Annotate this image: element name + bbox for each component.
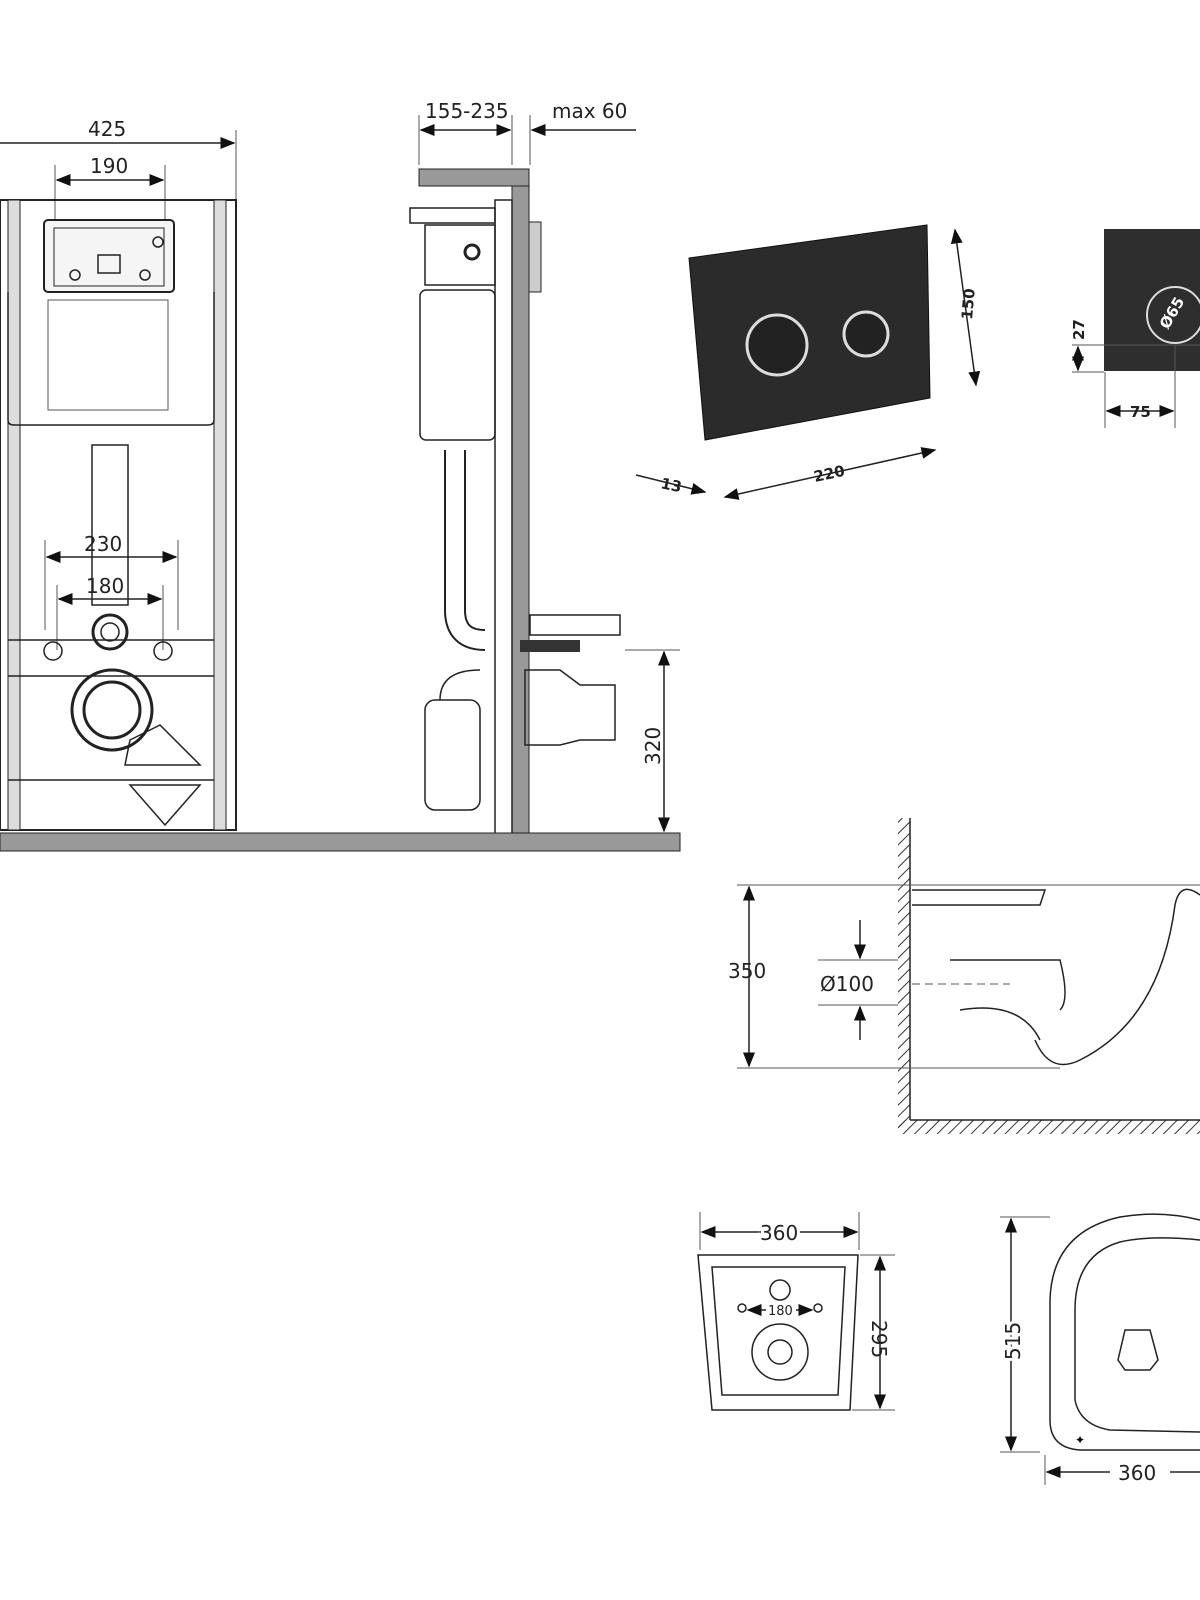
dim-horizontal-offset: 75 bbox=[1130, 403, 1151, 421]
dim-back-depth: 295 bbox=[867, 1320, 891, 1358]
dim-stud-spacing: 230 bbox=[84, 532, 122, 556]
dim-plate-height: 150 bbox=[958, 288, 979, 321]
frame-side-view: 155-235 max 60 320 bbox=[0, 99, 681, 852]
frame-front-view: 425 190 230 180 bbox=[0, 117, 237, 852]
dim-frame-width: 425 bbox=[88, 117, 126, 141]
dim-bowl-height: 350 bbox=[728, 959, 766, 983]
bowl-back-view: 360 180 295 bbox=[697, 1212, 895, 1411]
mount-point-icon: ✦ bbox=[1075, 1433, 1085, 1447]
dim-back-stud-spacing: 180 bbox=[768, 1304, 793, 1319]
dim-plate-thickness: 13 bbox=[659, 474, 683, 496]
plate-detail-view: Ø65 27 75 bbox=[1070, 229, 1200, 428]
dim-pipe-spacing: 180 bbox=[86, 574, 124, 598]
flush-button-small bbox=[842, 310, 890, 358]
dim-bowl-width: 360 bbox=[1118, 1461, 1156, 1485]
flush-button-large bbox=[745, 313, 809, 377]
dim-back-width: 360 bbox=[760, 1221, 798, 1245]
dim-pipe-diameter: Ø100 bbox=[820, 972, 874, 996]
bowl-side-view: 350 Ø100 bbox=[728, 818, 1200, 1134]
dim-outlet-height: 320 bbox=[641, 727, 665, 765]
dim-plate-width: 220 bbox=[812, 462, 846, 486]
dim-vertical-offset: 27 bbox=[1070, 319, 1088, 340]
dim-finish-max: max 60 bbox=[552, 99, 627, 123]
flush-plate-view: 150 220 13 bbox=[635, 224, 981, 500]
dim-wall-depth: 155-235 bbox=[425, 99, 509, 123]
dim-bowl-length: 515 bbox=[1001, 1322, 1025, 1360]
dim-panel-width: 190 bbox=[90, 154, 128, 178]
bowl-top-view: 515 ✦ 360 bbox=[998, 1213, 1200, 1485]
